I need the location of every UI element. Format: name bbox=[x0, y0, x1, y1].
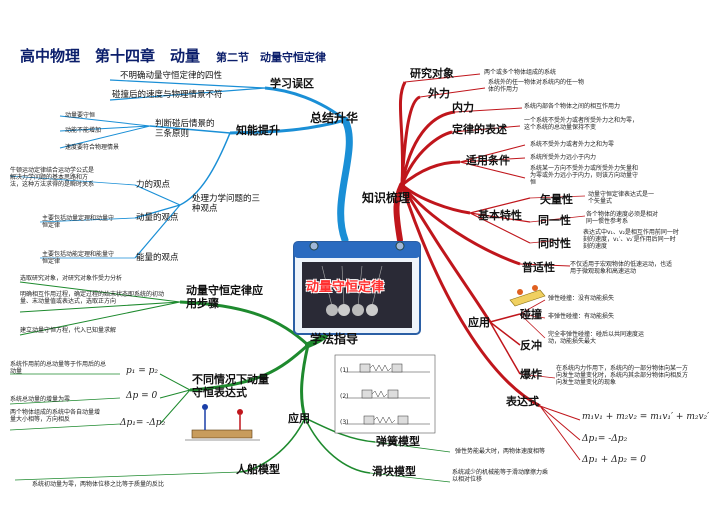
viewpoint-momentum-desc: 主要包括动量定理和动量守恒定律 bbox=[42, 215, 115, 229]
condition-item: 系统某一方向不受外力或所受外力矢量和为零或外力远小于内力，则该方向动量守恒 bbox=[530, 165, 639, 186]
feature-simultaneity-desc: 表达式中v₁、v₂是相互作用前同一时刻的速度，v₁′、v₂′是作用后同一时刻的速… bbox=[583, 229, 679, 250]
figure-label: (2) bbox=[340, 393, 349, 400]
viewpoint-energy-desc: 主要包括动能定理和能量守恒定律 bbox=[42, 251, 115, 265]
principle-item: 动量要守恒 bbox=[65, 112, 96, 119]
expression-formula: Δp₁= -Δp₂ bbox=[582, 434, 628, 444]
node-collision-principles: 判断碰后情景的三条原则 bbox=[155, 119, 215, 139]
model-slider: 滑块模型 bbox=[372, 465, 416, 478]
form-formula: Δp₁= -Δp₂ bbox=[120, 418, 166, 428]
collision-item: 完全非弹性碰撞：碰后以共同速度运动，动能损失最大 bbox=[548, 331, 645, 345]
node-internal: 内力 bbox=[452, 101, 474, 114]
step-item: 明确相互作用过程，确定过程的始末状态即系统的初动量、末动量值或表达式，选取正方向 bbox=[20, 291, 165, 305]
statement-desc: 一个系统不受外力或者所受外力之和为零，这个系统的总动量保持不变 bbox=[524, 117, 639, 131]
explosion-desc: 在系统内力作用下，系统内的一部分物体向某一方向发生动量变化时，系统内其余部分物体… bbox=[556, 365, 689, 386]
boat-model-illustration bbox=[185, 404, 260, 441]
central-topic-label: 动量守恒定律 bbox=[306, 280, 385, 295]
figure-label: (1) bbox=[340, 367, 349, 374]
node-conditions: 适用条件 bbox=[466, 154, 510, 167]
calendar-icon bbox=[293, 241, 421, 335]
node-three-viewpoints: 处理力学问题的三种观点 bbox=[192, 194, 261, 214]
model-boat: 人船模型 bbox=[236, 463, 280, 476]
feature-vector: 矢量性 bbox=[540, 193, 573, 206]
node-object: 研究对象 bbox=[410, 67, 454, 80]
external-desc: 系统外的任一物体对系统内的任一物体的作用力 bbox=[488, 79, 585, 93]
node-summary: 总结升华 bbox=[310, 111, 359, 125]
page-title: 高中物理 第十四章 动量 bbox=[20, 47, 201, 65]
universality-desc: 不仅适用于宏观物体的低速运动，也适用于微观现象和高速运动 bbox=[570, 261, 673, 275]
node-statement: 定律的表述 bbox=[452, 123, 507, 136]
viewpoint-energy: 能量的观点 bbox=[136, 253, 179, 263]
application-explosion: 爆炸 bbox=[520, 368, 542, 381]
node-features: 基本特性 bbox=[478, 209, 522, 222]
application-collision: 碰撞 bbox=[520, 308, 542, 321]
feature-vector-desc: 动量守恒定律表达式是一个矢量式 bbox=[588, 191, 655, 205]
collision-item: 弹性碰撞：没有动能损失 bbox=[548, 295, 615, 302]
slider-desc: 系统减少的机械能等于滑动摩擦力乘以相对位移 bbox=[452, 469, 549, 483]
node-method-application: 应用 bbox=[288, 412, 310, 425]
viewpoint-momentum: 动量的观点 bbox=[136, 213, 179, 223]
step-item: 选取研究对象，对研究对象作受力分析 bbox=[20, 275, 123, 282]
node-expressions: 表达式 bbox=[506, 395, 539, 408]
step-item: 建立动量守恒方程，代入已知量求解 bbox=[20, 327, 117, 334]
node-universality: 普适性 bbox=[522, 261, 555, 274]
section-title: 第二节 动量守恒定律 bbox=[216, 51, 326, 64]
feature-sameness-desc: 各个物体的速度必须是相对同一惯性参考系 bbox=[586, 211, 659, 225]
form-desc: 两个物体组成的系统中各自动量增量大小相等，方向相反 bbox=[10, 409, 101, 423]
node-external: 外力 bbox=[428, 87, 450, 100]
form-desc: 系统作用前的总动量等于作用后的总动量 bbox=[10, 361, 107, 375]
viewpoint-force-desc: 牛顿运动定律结合运动学公式是解决力学问题的基本思路和方法，这种方法求得的是瞬时关… bbox=[10, 167, 95, 188]
object-desc: 两个或多个物体组成的系统 bbox=[484, 69, 557, 76]
viewpoint-force: 力的观点 bbox=[136, 180, 171, 190]
expression-formula: Δp₁ + Δp₂ = 0 bbox=[582, 455, 646, 465]
central-topic: 动量守恒定律 bbox=[292, 236, 422, 336]
collision-item: 非弹性碰撞：有动能损失 bbox=[548, 313, 615, 320]
node-mistakes: 学习误区 bbox=[270, 77, 314, 90]
form-formula: p₁ = p₂ bbox=[126, 366, 159, 376]
feature-simultaneity: 同时性 bbox=[538, 237, 571, 250]
collision-illustration bbox=[509, 285, 546, 307]
model-spring: 弹簧模型 bbox=[376, 435, 420, 448]
spring-model-illustration bbox=[334, 354, 436, 434]
node-forms: 不同情况下动量守恒表达式 bbox=[192, 373, 269, 399]
node-ability: 知能提升 bbox=[236, 124, 280, 137]
mistake-item: 不明确动量守恒定律的四性 bbox=[120, 71, 223, 81]
node-applications: 应用 bbox=[468, 316, 490, 329]
form-desc: 系统总动量的增量为零 bbox=[10, 396, 71, 403]
figure-label: (3) bbox=[340, 419, 349, 426]
form-formula: Δp = 0 bbox=[126, 391, 158, 401]
node-method: 学法指导 bbox=[310, 332, 359, 346]
spring-desc: 弹性势能最大时，两物体速度相等 bbox=[455, 448, 546, 455]
principle-item: 速度要符合物理情景 bbox=[65, 144, 120, 151]
principle-item: 动能不能增加 bbox=[65, 127, 102, 134]
node-steps: 动量守恒定律应用步骤 bbox=[186, 284, 263, 310]
condition-item: 系统不受外力或者外力之和为零 bbox=[530, 141, 615, 148]
condition-item: 系统所受外力远小于内力 bbox=[530, 154, 597, 161]
mistake-item: 碰撞后的速度与物理情景不符 bbox=[112, 90, 223, 100]
expression-formula: m₁v₁ + m₂v₂ = m₁v₁′ + m₂v₂′ bbox=[582, 412, 709, 422]
application-recoil: 反冲 bbox=[520, 339, 542, 352]
internal-desc: 系统内部各个物体之间的相互作用力 bbox=[524, 103, 621, 110]
node-review: 知识梳理 bbox=[362, 191, 411, 205]
boat-desc: 系统初动量为零，两物体位移之比等于质量的反比 bbox=[32, 481, 165, 488]
feature-sameness: 同一性 bbox=[538, 214, 571, 227]
